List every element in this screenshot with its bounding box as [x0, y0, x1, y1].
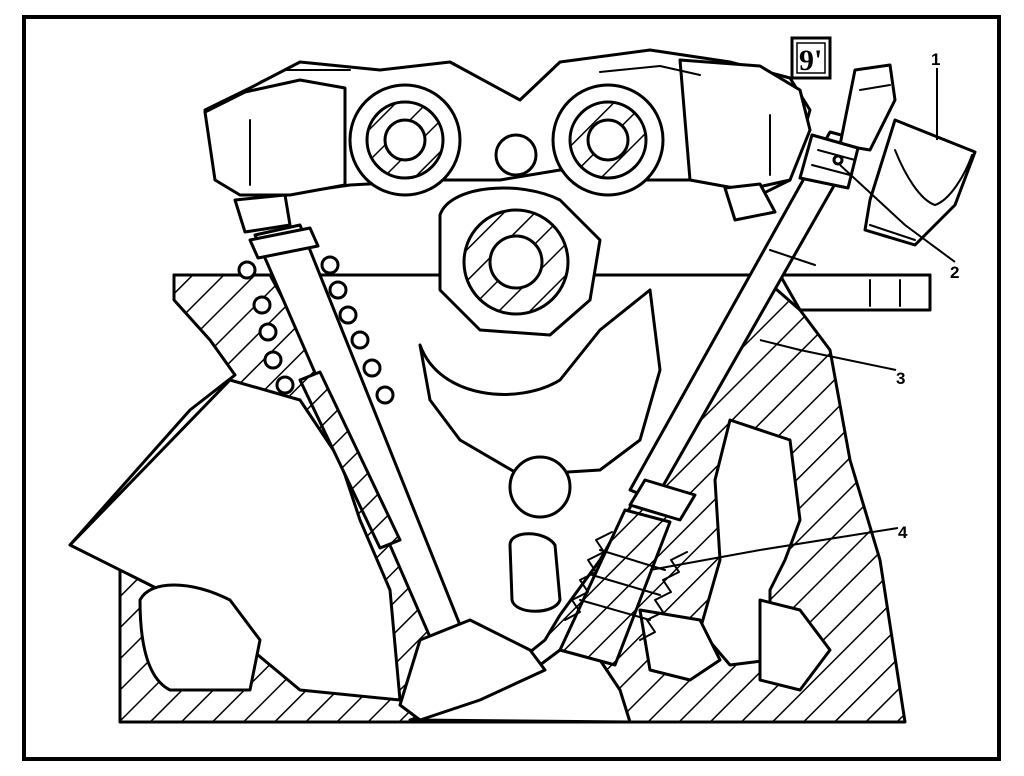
gauge-icon: 9': [790, 36, 832, 80]
callout-1: 1: [931, 50, 940, 69]
rocker-arm-assembly: [203, 48, 812, 337]
callout-4: 4: [898, 523, 908, 542]
valve-spring-left: [237, 255, 395, 405]
callout-3: 3: [896, 369, 905, 388]
valve-assembly-left: [237, 223, 547, 722]
tool-adapter: [863, 118, 977, 247]
callout-2: 2: [950, 263, 959, 282]
valve-tool-right: [558, 63, 897, 667]
callout-leaders: [649, 68, 956, 571]
gauge-icon-label: 9': [799, 44, 822, 77]
diagram-frame: [22, 15, 1001, 761]
